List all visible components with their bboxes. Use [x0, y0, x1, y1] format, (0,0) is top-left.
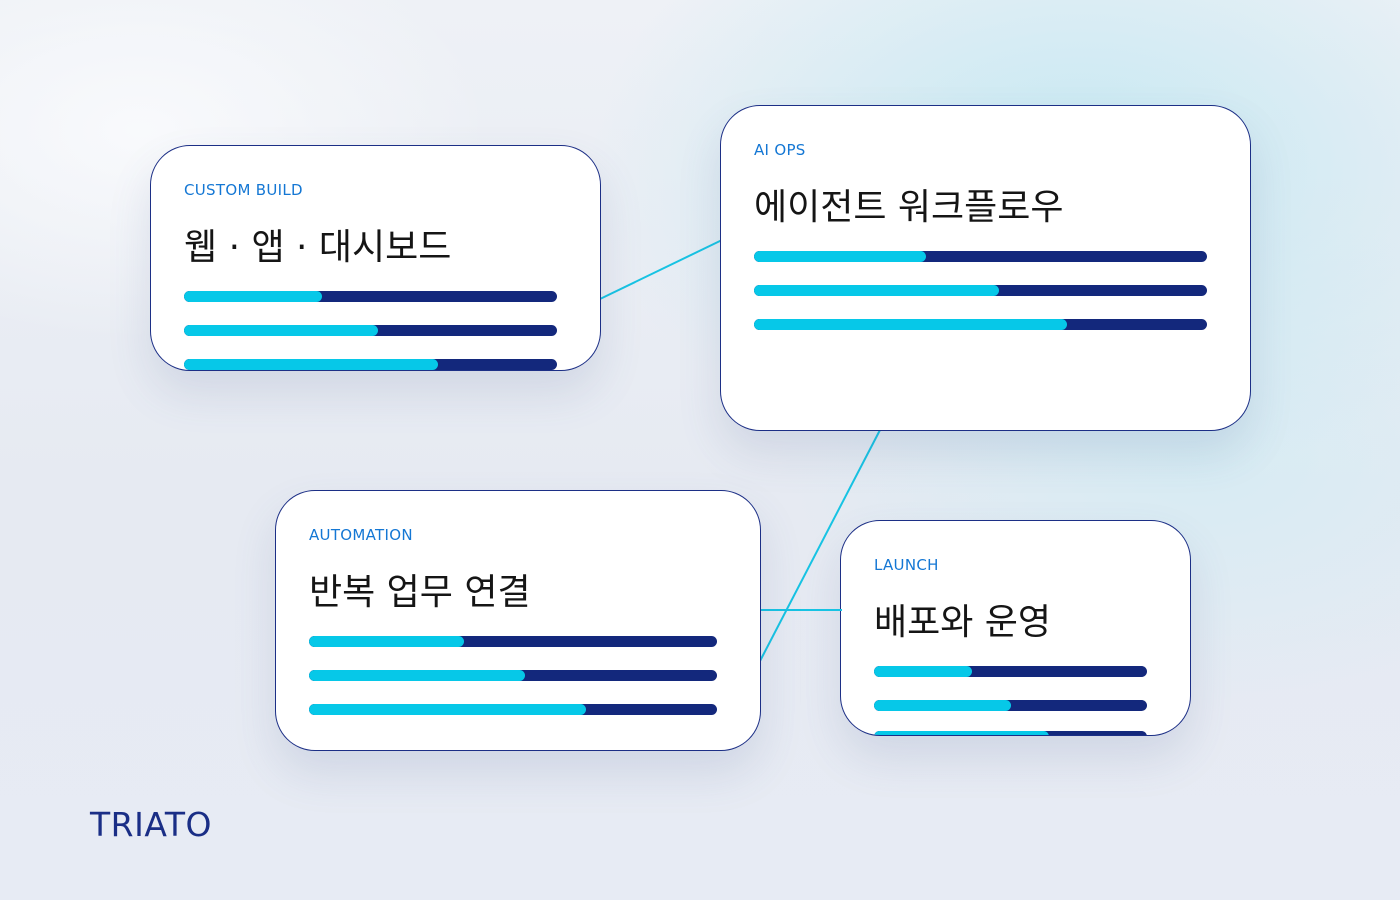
- progress-fill: [754, 285, 999, 296]
- card-title: 배포와 운영: [874, 602, 1052, 643]
- progress-bar: [309, 636, 717, 647]
- card-automation: AUTOMATION 반복 업무 연결: [275, 490, 761, 751]
- progress-bar: [309, 670, 717, 681]
- progress-fill: [874, 731, 1049, 735]
- progress-fill: [874, 666, 973, 677]
- progress-fill: [874, 700, 1011, 711]
- progress-bar: [754, 319, 1207, 330]
- progress-fill: [309, 670, 526, 681]
- progress-bar: [874, 666, 1147, 677]
- progress-bar: [874, 700, 1147, 711]
- card-ai-ops: AI OPS 에이전트 워크플로우: [720, 105, 1251, 431]
- card-title: 에이전트 워크플로우: [754, 187, 1064, 228]
- card-launch: LAUNCH 배포와 운영: [840, 520, 1191, 736]
- progress-fill: [754, 251, 927, 262]
- progress-fill: [184, 291, 322, 302]
- progress-bar: [874, 731, 1147, 735]
- card-title: 반복 업무 연결: [309, 572, 531, 613]
- progress-bar: [184, 291, 557, 302]
- progress-fill: [184, 325, 378, 336]
- progress-bar: [309, 704, 717, 715]
- card-tag: LAUNCH: [874, 556, 939, 574]
- progress-bar: [184, 325, 557, 336]
- connector-custom-build-to-ai-ops: [599, 239, 723, 300]
- progress-fill: [184, 359, 438, 370]
- card-tag: AUTOMATION: [309, 526, 413, 544]
- progress-fill: [754, 319, 1067, 330]
- progress-fill: [309, 704, 587, 715]
- progress-bar: [754, 251, 1207, 262]
- progress-bar: [184, 359, 557, 370]
- connector-ai-ops-to-automation: [759, 429, 881, 662]
- card-tag: AI OPS: [754, 141, 806, 159]
- card-tag: CUSTOM BUILD: [184, 181, 303, 199]
- brand-logo-text: TRIATO: [90, 805, 212, 844]
- progress-bar: [754, 285, 1207, 296]
- progress-fill: [309, 636, 465, 647]
- card-title: 웹 · 앱 · 대시보드: [184, 227, 452, 268]
- card-custom-build: CUSTOM BUILD 웹 · 앱 · 대시보드: [150, 145, 601, 371]
